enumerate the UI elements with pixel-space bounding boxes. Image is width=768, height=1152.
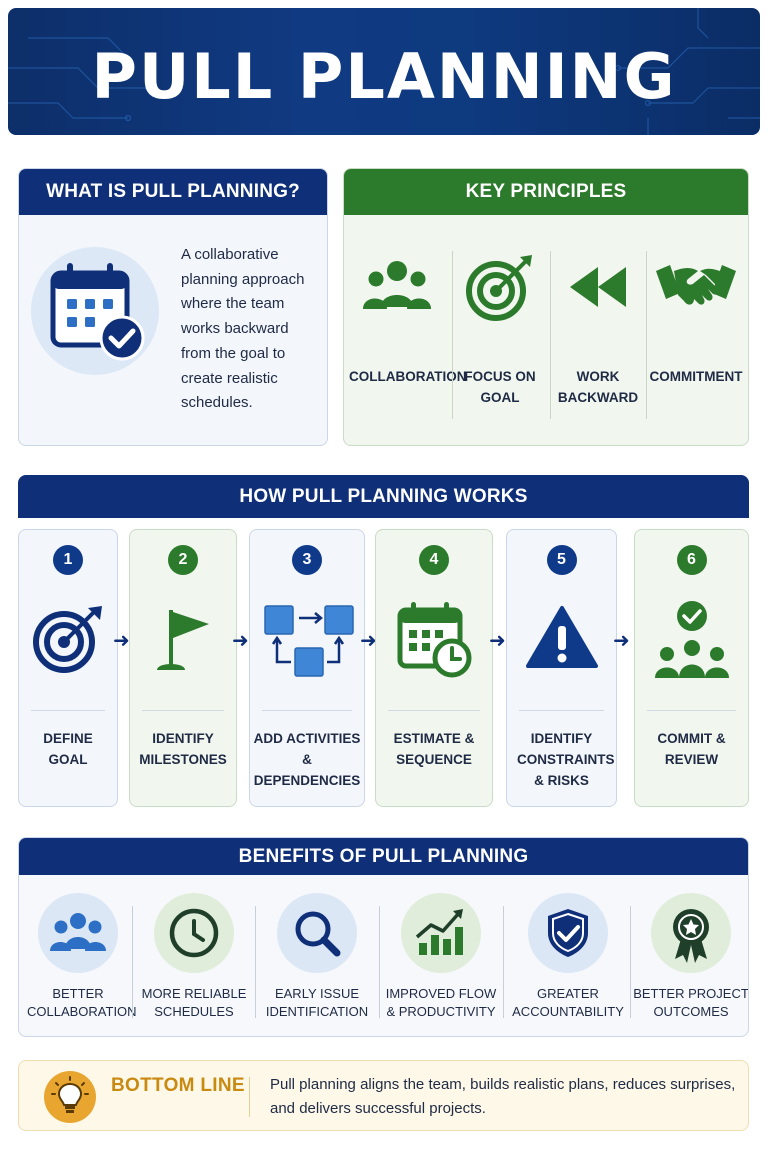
- divider: [142, 710, 224, 711]
- step-number: 6: [676, 545, 707, 575]
- benefit-reliable-schedules: MORE RELIABLE SCHEDULES: [135, 893, 253, 1021]
- handshake-icon: [656, 265, 736, 305]
- arrow-icon: ➜: [360, 630, 377, 652]
- arrow-icon: ➜: [232, 630, 249, 652]
- target-icon: [466, 255, 532, 321]
- benefit-project-outcomes: BETTER PROJECT OUTCOMES: [632, 893, 749, 1021]
- benefit-better-collaboration: BETTER COLLABORATION: [19, 893, 137, 1021]
- principle-commitment: COMMITMENT: [648, 249, 744, 419]
- principle-label: WORK BACKWARD: [557, 369, 639, 405]
- dependencies-icon: [264, 605, 354, 677]
- step-number: 2: [168, 545, 198, 575]
- step-identify-constraints: 5 IDENTIFY CONSTRAINTS & RISKS: [506, 529, 617, 807]
- step-number: 3: [292, 545, 322, 575]
- divider: [255, 906, 256, 1018]
- benefit-label: EARLY ISSUE IDENTIFICATION: [265, 986, 369, 1019]
- target-arrow-icon: [33, 606, 102, 673]
- divider: [503, 906, 504, 1018]
- benefit-label: BETTER PROJECT OUTCOMES: [633, 986, 749, 1019]
- clock-icon: [154, 893, 234, 973]
- step-define-goal: 1 DEFINE GOAL: [18, 529, 118, 807]
- benefit-label: MORE RELIABLE SCHEDULES: [141, 986, 247, 1019]
- benefits-heading: BENEFITS OF PULL PLANNING: [19, 838, 748, 875]
- bottom-line-heading: BOTTOM LINE: [111, 1075, 245, 1096]
- calendar-check-icon: [31, 247, 159, 375]
- divider: [646, 251, 647, 419]
- principle-work-backward: WORK BACKWARD: [550, 249, 646, 419]
- benefit-accountability: GREATER ACCOUNTABILITY: [509, 893, 627, 1021]
- step-estimate-sequence: 4 ESTIMATE & SEQUENCE: [375, 529, 493, 807]
- lightbulb-icon: [44, 1071, 96, 1123]
- key-principles-panel: KEY PRINCIPLES COLLABORATION FOCUS ON GO…: [343, 168, 749, 446]
- benefit-early-issue: EARLY ISSUE IDENTIFICATION: [258, 893, 376, 1021]
- arrow-icon: ➜: [613, 630, 630, 652]
- step-label: IDENTIFY MILESTONES: [139, 731, 227, 767]
- step-label: DEFINE GOAL: [43, 731, 93, 767]
- magnifier-icon: [277, 893, 357, 973]
- step-label: COMMIT & REVIEW: [657, 731, 726, 767]
- step-add-activities: 3 ADD ACTIVITIES & DEPENDENCIES: [249, 529, 365, 807]
- key-principles-heading: KEY PRINCIPLES: [344, 169, 748, 215]
- principle-focus-on-goal: FOCUS ON GOAL: [452, 249, 548, 419]
- warning-icon: [525, 606, 598, 668]
- calendar-clock-icon: [397, 602, 472, 678]
- arrow-icon: ➜: [113, 630, 130, 652]
- benefits-panel: BENEFITS OF PULL PLANNING BETTER COLLABO…: [18, 837, 749, 1037]
- people-group-icon: [363, 261, 431, 309]
- divider: [132, 906, 133, 1018]
- flag-icon: [157, 610, 209, 670]
- bottom-line-text: Pull planning aligns the team, builds re…: [270, 1076, 736, 1117]
- principle-collaboration: COLLABORATION: [349, 249, 467, 419]
- step-number: 5: [546, 545, 577, 575]
- principle-label: COLLABORATION: [349, 369, 467, 384]
- benefit-label: IMPROVED FLOW & PRODUCTIVITY: [385, 986, 497, 1019]
- divider: [630, 906, 631, 1018]
- divider: [249, 1077, 250, 1117]
- benefit-improved-flow: IMPROVED FLOW & PRODUCTIVITY: [382, 893, 500, 1021]
- divider: [388, 710, 480, 711]
- what-is-heading: WHAT IS PULL PLANNING?: [19, 169, 327, 215]
- bottom-line-panel: BOTTOM LINE Pull planning aligns the tea…: [18, 1060, 749, 1131]
- what-is-panel: WHAT IS PULL PLANNING? A collaborative p…: [18, 168, 328, 446]
- divider: [31, 710, 105, 711]
- divider: [550, 251, 551, 419]
- growth-chart-icon: [401, 893, 481, 973]
- step-number: 1: [53, 545, 83, 575]
- divider: [262, 710, 352, 711]
- hero-banner: PULL PLANNING: [8, 8, 760, 135]
- shield-check-icon: [528, 893, 608, 973]
- divider: [519, 710, 604, 711]
- step-label: IDENTIFY CONSTRAINTS & RISKS: [517, 731, 615, 788]
- step-number: 4: [419, 545, 449, 575]
- what-is-description: A collaborative planning approach where …: [181, 246, 305, 412]
- step-label: ADD ACTIVITIES & DEPENDENCIES: [253, 731, 361, 788]
- arrow-icon: ➜: [489, 630, 506, 652]
- people-group-icon: [38, 893, 118, 973]
- page-title: PULL PLANNING: [91, 40, 677, 113]
- divider: [379, 906, 380, 1018]
- how-it-works-heading: HOW PULL PLANNING WORKS: [18, 475, 749, 518]
- benefit-label: GREATER ACCOUNTABILITY: [512, 986, 624, 1019]
- principle-label: FOCUS ON GOAL: [464, 369, 536, 405]
- step-label: ESTIMATE & SEQUENCE: [393, 731, 475, 767]
- divider: [647, 710, 736, 711]
- step-commit-review: 6 COMMIT & REVIEW: [634, 529, 749, 807]
- circuit-decoration: [8, 8, 760, 135]
- divider: [452, 251, 453, 419]
- step-identify-milestones: 2 IDENTIFY MILESTONES: [129, 529, 237, 807]
- benefit-label: BETTER COLLABORATION: [27, 986, 137, 1019]
- rewind-icon: [570, 267, 626, 307]
- team-check-icon: [654, 601, 729, 678]
- principle-label: COMMITMENT: [649, 369, 743, 384]
- award-icon: [651, 893, 731, 973]
- how-it-works-header: HOW PULL PLANNING WORKS: [18, 475, 749, 518]
